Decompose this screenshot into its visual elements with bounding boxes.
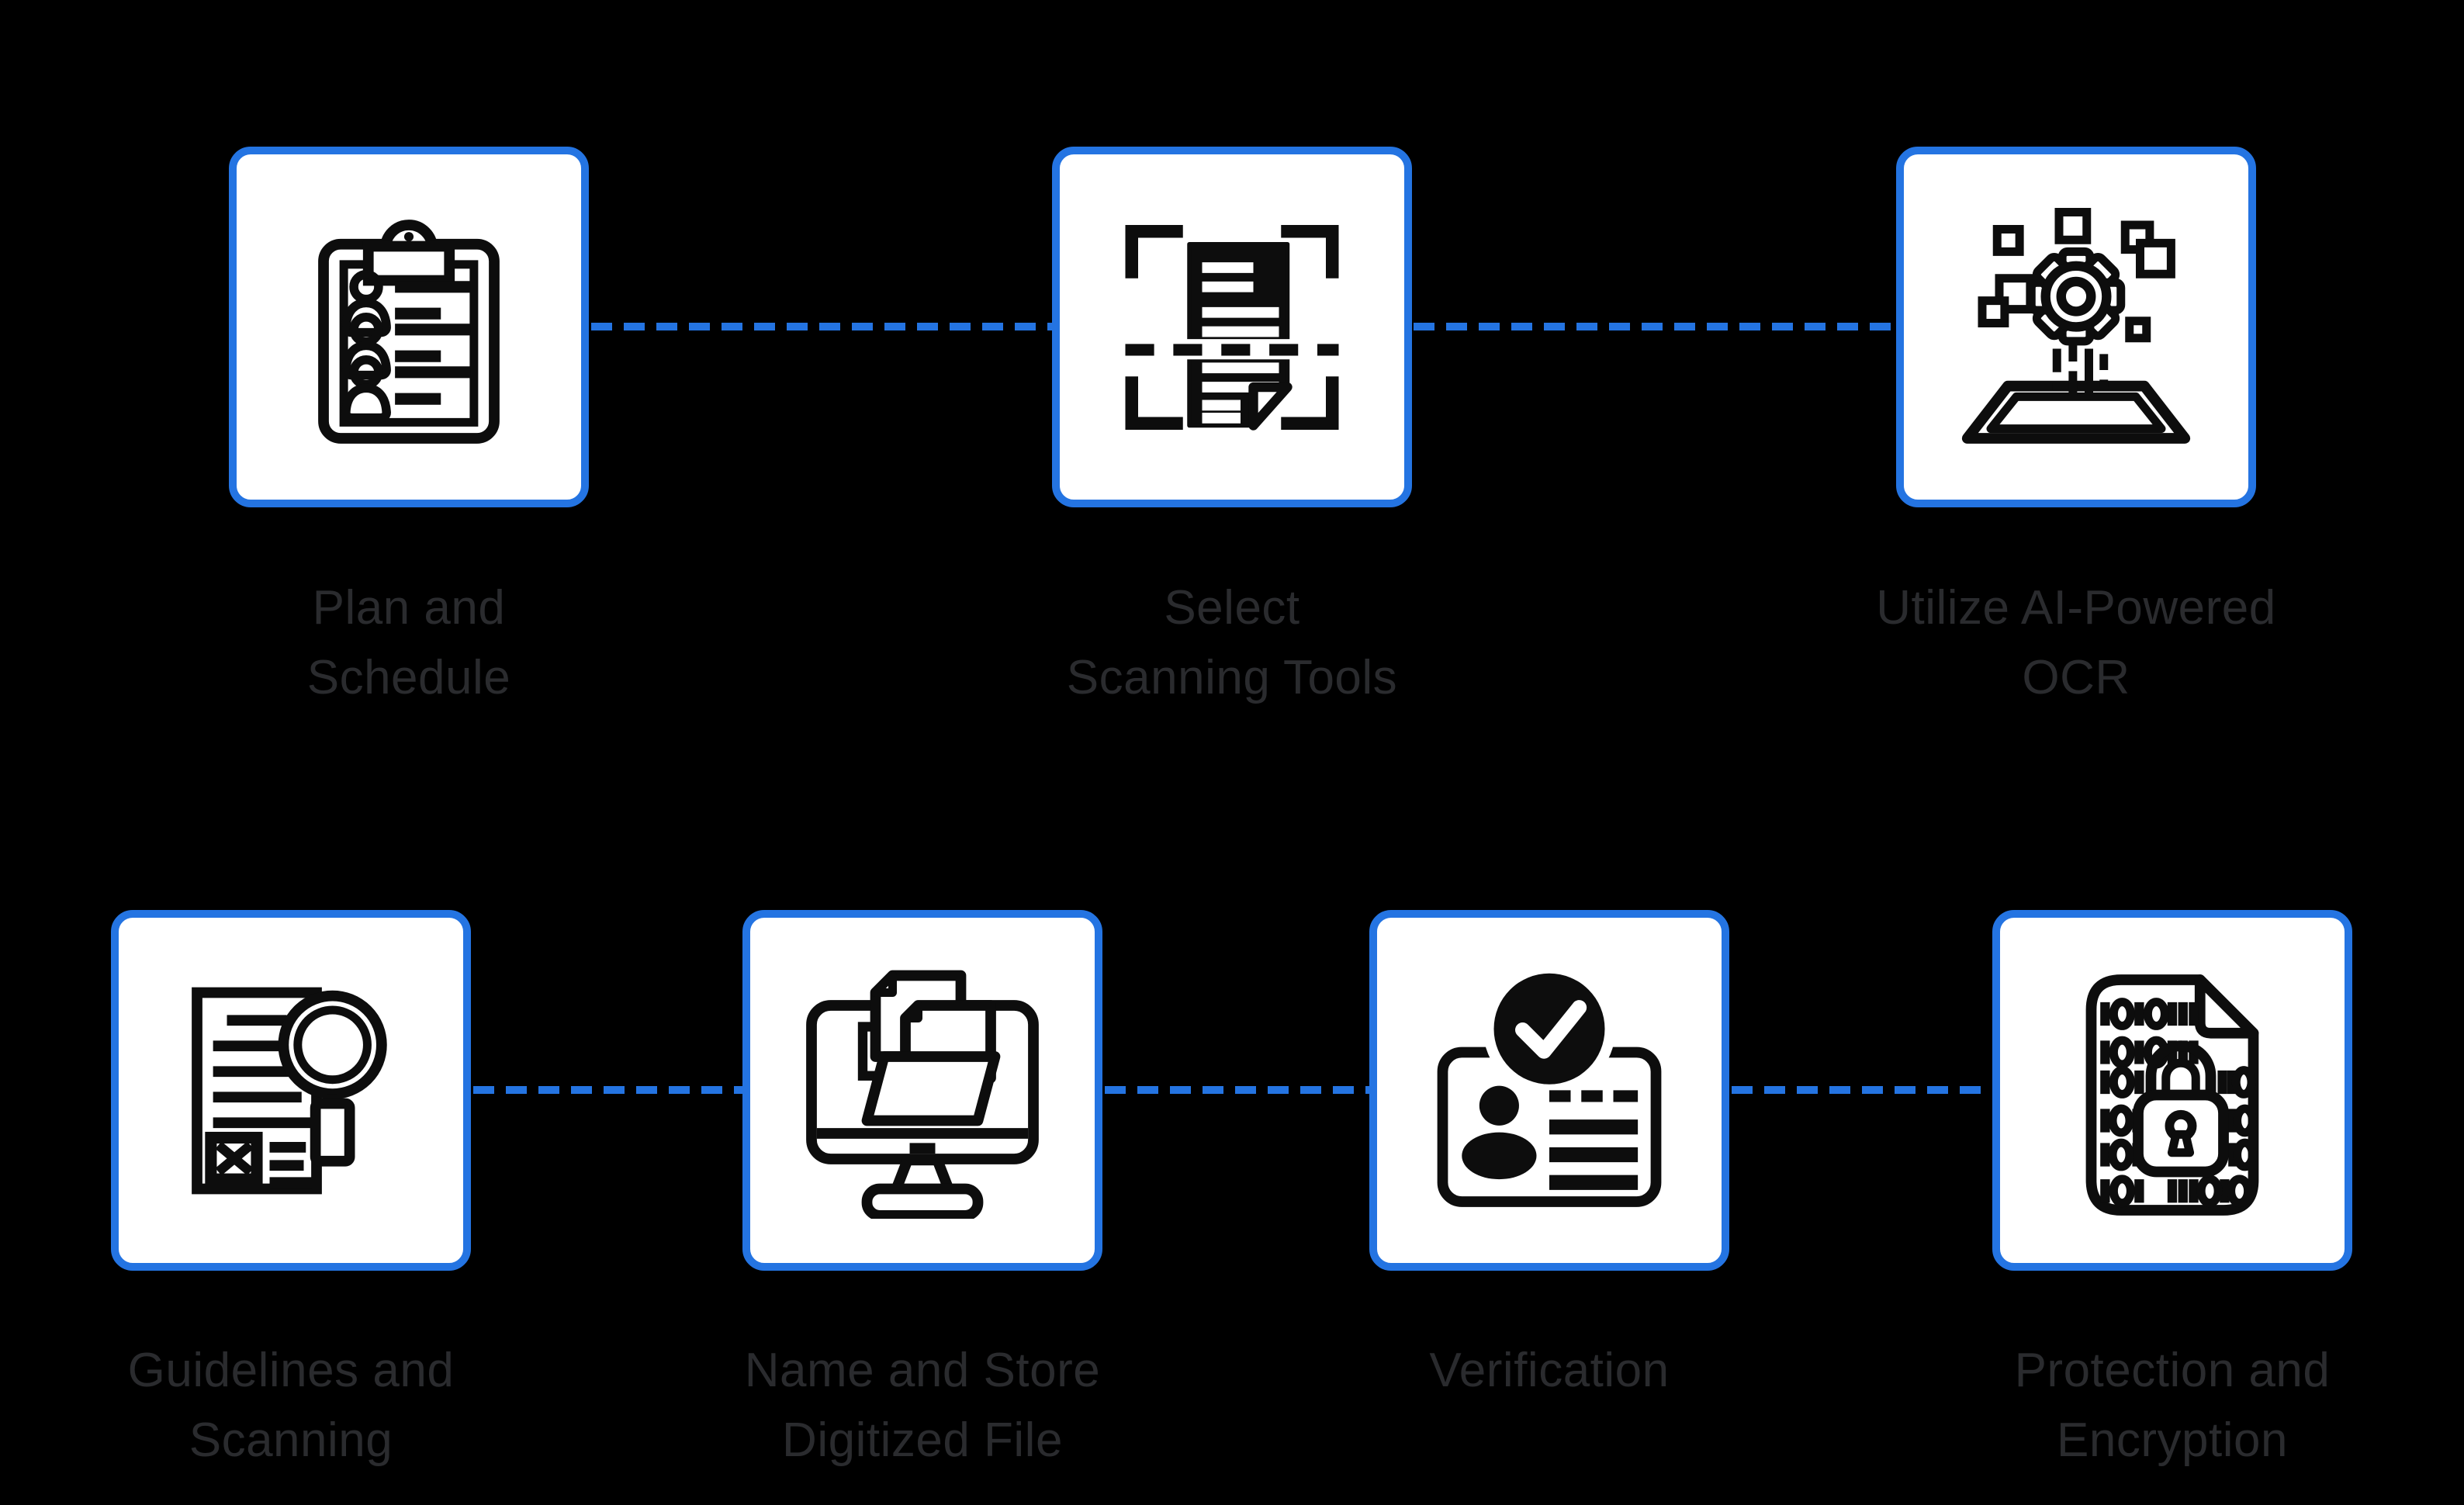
step-card-guidelines-and-scanning (111, 910, 471, 1271)
label-line: Scanning Tools (1066, 651, 1398, 704)
step-label-select-scanning-tools: Select Scanning Tools (922, 573, 1542, 713)
label-line: Verification (1429, 1344, 1670, 1397)
label-line: Name and Store (744, 1344, 1101, 1397)
step-label-utilize-ai-powered-ocr: Utilize AI-Powered OCR (1766, 573, 2386, 713)
step-label-guidelines-and-scanning: Guidelines and Scanning (0, 1336, 601, 1476)
label-line: Digitized File (782, 1413, 1063, 1467)
label-line: Utilize AI-Powered (1876, 581, 2276, 635)
step-label-verification: Verification (1239, 1336, 1860, 1406)
clipboard-people-list-icon (318, 219, 500, 444)
label-line: Schedule (306, 651, 511, 704)
step-card-protection-and-encryption (1992, 910, 2352, 1271)
encrypted-document-icon (2085, 974, 2259, 1216)
ai-ocr-gear-icon (1961, 207, 2191, 444)
label-line: Encryption (2057, 1413, 2288, 1467)
label-line: Scanning (189, 1413, 393, 1467)
step-label-protection-and-encryption: Protection and Encryption (1862, 1336, 2464, 1476)
label-line: Protection and (2014, 1344, 2331, 1397)
label-line: Select (1164, 581, 1300, 635)
step-card-verification (1369, 910, 1729, 1271)
step-card-select-scanning-tools (1052, 147, 1412, 507)
label-line: Plan and (312, 581, 506, 635)
monitor-folder-icon (806, 970, 1039, 1219)
label-line: OCR (2022, 651, 2130, 704)
step-label-name-and-store-digitized-file: Name and Store Digitized File (612, 1336, 1233, 1476)
label-line: Guidelines and (127, 1344, 455, 1397)
document-magnifier-icon (192, 987, 387, 1194)
step-label-plan-and-schedule: Plan and Schedule (99, 573, 719, 713)
step-card-name-and-store-digitized-file (742, 910, 1102, 1271)
document-scan-icon (1125, 224, 1339, 431)
step-card-plan-and-schedule (229, 147, 589, 507)
id-card-check-icon (1437, 962, 1662, 1207)
step-card-utilize-ai-powered-ocr (1896, 147, 2256, 507)
